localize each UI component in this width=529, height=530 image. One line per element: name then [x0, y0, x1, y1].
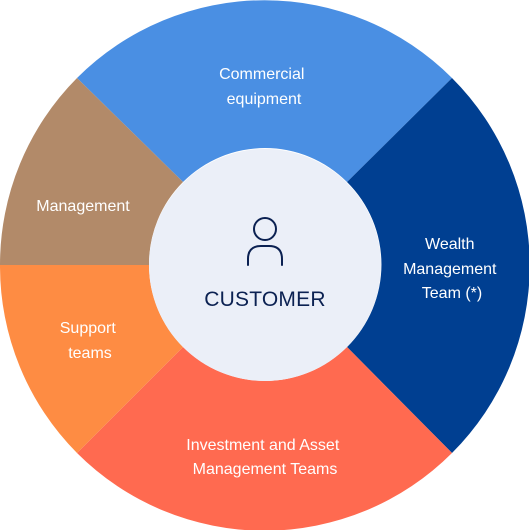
person-icon	[247, 217, 283, 266]
segment-investment-asset-management	[77, 347, 452, 530]
segment-label-support: Support teams	[60, 320, 121, 362]
segment-label-line: Support	[60, 320, 117, 337]
segment-label-line: Team (*)	[422, 285, 482, 302]
segment-management	[0, 78, 183, 265]
segment-label-line: Management Teams	[193, 461, 338, 478]
segment-label-commercial: Commercial equipment	[219, 66, 309, 108]
segment-label-line: Management	[403, 261, 497, 278]
center-circle	[149, 149, 381, 381]
segment-label-line: Investment and Asset	[186, 437, 340, 454]
segment-label-management: Management	[36, 198, 130, 215]
center-label: CUSTOMER	[204, 288, 325, 311]
segment-label-line: Wealth	[425, 236, 475, 253]
segment-label-line: teams	[68, 345, 112, 362]
segment-label-line: Commercial	[219, 66, 304, 83]
segment-label-investment: Investment and Asset Management Teams	[186, 437, 343, 478]
segment-label-line: Management	[36, 198, 130, 215]
segment-label-line: equipment	[227, 91, 302, 108]
segment-support-teams	[0, 265, 183, 453]
segment-commercial-equipment	[77, 0, 452, 182]
segment-wealth-management	[347, 78, 529, 453]
segment-label-wealth: Wealth Management Team (*)	[403, 236, 501, 302]
